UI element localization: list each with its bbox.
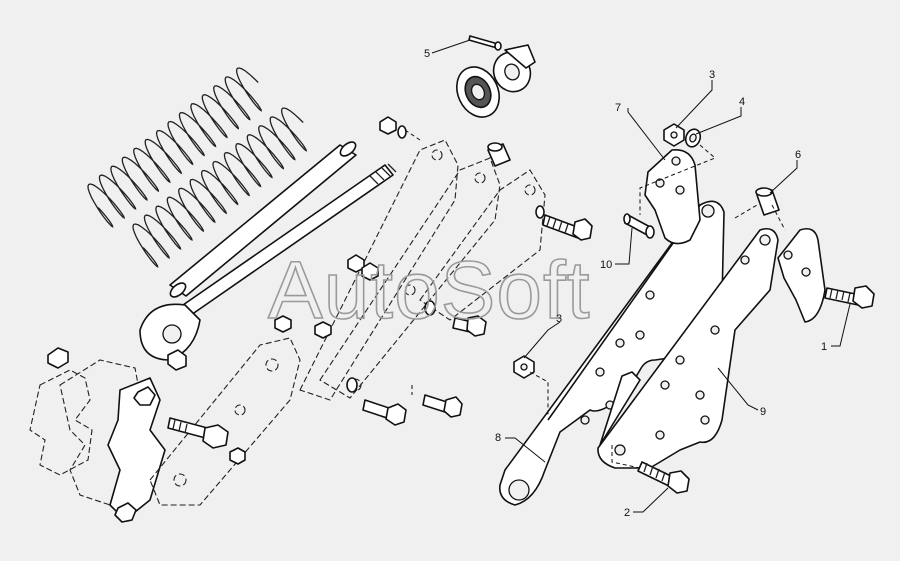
hook-bracket-left	[29, 359, 166, 523]
nut-3-lower	[513, 355, 535, 379]
callout-leaders	[431, 39, 851, 513]
washer-4	[684, 128, 702, 148]
swing-plate-left	[149, 337, 301, 506]
callout-3-lower: 3	[556, 313, 562, 325]
bolt-center-3	[422, 394, 463, 418]
callout-8: 8	[495, 432, 501, 444]
bolt-1	[824, 285, 875, 309]
callout-5: 5	[424, 48, 430, 60]
callout-2: 2	[624, 507, 630, 519]
assembly-lines	[404, 129, 786, 469]
watermark: AutoSoft	[268, 245, 591, 336]
swing-plate-right	[419, 169, 546, 321]
nut-3-upper	[663, 123, 685, 147]
callout-6: 6	[795, 149, 801, 161]
spring-upper	[87, 67, 263, 228]
spacer-6	[755, 187, 780, 216]
hub-disc	[492, 44, 536, 93]
callout-9: 9	[760, 406, 766, 418]
tube	[169, 141, 357, 298]
bolt-2	[637, 461, 690, 494]
callout-4: 4	[739, 96, 745, 108]
callout-3-upper: 3	[709, 69, 715, 81]
bolt-upper-right	[535, 205, 593, 241]
bolt-center-1	[424, 300, 487, 337]
arm-plate-9	[597, 227, 779, 469]
rod-end-eye	[139, 303, 201, 361]
callout-1: 1	[821, 341, 827, 353]
split-pin	[468, 35, 502, 51]
bracket-small-right	[777, 227, 826, 323]
bracket-7	[644, 148, 701, 245]
roller-bearing	[456, 66, 500, 118]
bushing-center	[487, 142, 511, 167]
bolt-pivot	[167, 417, 229, 449]
nut-left	[47, 347, 69, 369]
callout-10: 10	[600, 259, 612, 271]
nut-rod-end	[167, 349, 187, 371]
bolt-center-2	[362, 399, 407, 426]
nut-small-pivot	[229, 447, 246, 465]
callout-7: 7	[615, 102, 621, 114]
spring-lower	[132, 107, 308, 268]
stud-10	[623, 213, 655, 239]
nuts-center	[274, 116, 407, 393]
